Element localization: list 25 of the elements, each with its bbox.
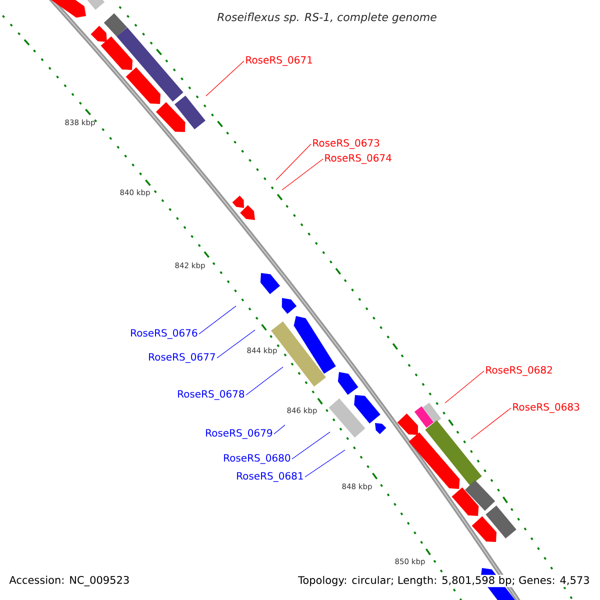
leader-line xyxy=(292,432,330,460)
gene-label: RoseRS_0677 xyxy=(149,353,215,363)
leader-line xyxy=(470,408,512,440)
gene-label: RoseRS_0678 xyxy=(178,390,244,400)
leader-line xyxy=(444,370,484,404)
leader-line xyxy=(282,158,324,190)
leader-line xyxy=(276,144,312,180)
title: Roseiflexus sp. RS-1, complete genome xyxy=(217,12,436,24)
leader-line xyxy=(304,450,346,478)
leader-line xyxy=(216,330,256,358)
gene-label: RoseRS_0681 xyxy=(237,472,303,482)
gene-label: RoseRS_0679 xyxy=(206,429,272,439)
accession-text: Accession: NC_009523 xyxy=(9,576,129,586)
gene-label: RoseRS_0680 xyxy=(224,454,290,464)
leader-line xyxy=(274,424,286,434)
leader-line xyxy=(206,60,244,96)
gene-label: RoseRS_0676 xyxy=(131,329,198,339)
genome-info-text: Topology: circular; Length: 5,801,598 bp; Genes: 4,573 xyxy=(297,574,591,588)
gene-label: RoseRS_0682 xyxy=(486,366,552,376)
gene-label: RoseRS_0671 xyxy=(246,56,312,66)
gene-label: RoseRS_0673 xyxy=(313,139,380,149)
leader-line xyxy=(246,366,284,396)
gene-label: RoseRS_0683 xyxy=(513,403,580,413)
leader-line xyxy=(198,306,236,334)
gene-label: RoseRS_0674 xyxy=(325,154,392,164)
